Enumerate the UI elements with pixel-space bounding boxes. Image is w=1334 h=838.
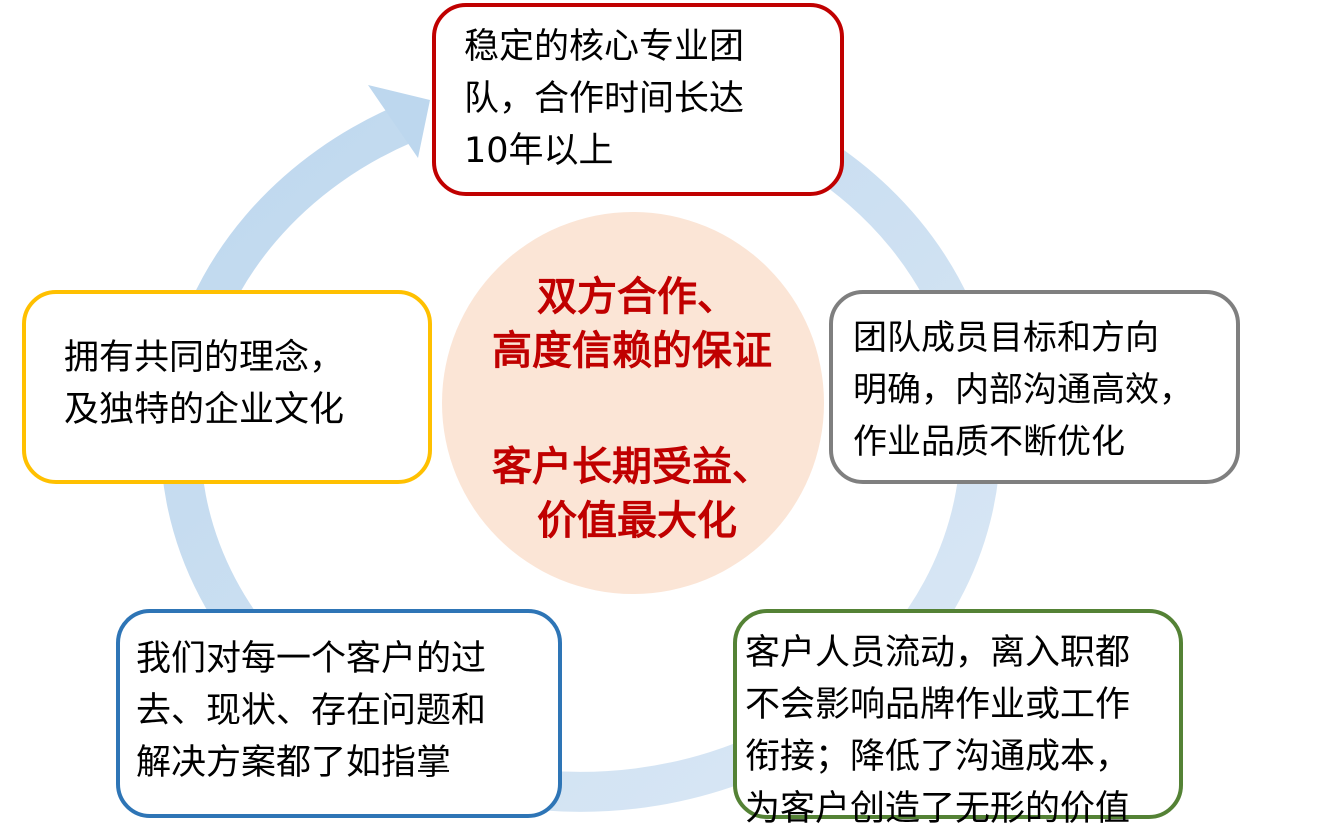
- box-team-goals: 团队成员目标和方向 明确，内部沟通高效， 作业品质不断优化: [829, 290, 1240, 484]
- center-line-3: 客户长期受益、: [492, 444, 772, 490]
- box-left-line-2: 及独特的企业文化: [64, 390, 345, 430]
- box-left-line-1: 拥有共同的理念，: [64, 338, 345, 378]
- center-message: 双方合作、 高度信赖的保证 客户长期受益、 价值最大化: [442, 270, 824, 570]
- box-right-line-2: 明确，内部沟通高效，: [853, 370, 1193, 410]
- cycle-arrowhead: [368, 85, 430, 158]
- box-bottom-right-line-2: 不会影响品牌作业或工作: [745, 685, 1131, 725]
- box-client-knowledge: 我们对每一个客户的过 去、现状、存在问题和 解决方案都了如指掌: [116, 609, 562, 818]
- box-top-line-3: 10年以上: [464, 131, 614, 171]
- box-top-line-2: 队，合作时间长达: [464, 79, 745, 119]
- center-line-1: 双方合作、: [537, 274, 737, 320]
- center-line-2: 高度信赖的保证: [492, 328, 772, 374]
- center-line-4: 价值最大化: [537, 498, 737, 544]
- box-right-line-1: 团队成员目标和方向: [853, 318, 1159, 358]
- box-staff-turnover: 客户人员流动，离入职都 不会影响品牌作业或工作 衔接；降低了沟通成本， 为客户创…: [733, 609, 1183, 829]
- box-right-line-3: 作业品质不断优化: [853, 422, 1125, 462]
- box-shared-culture: 拥有共同的理念， 及独特的企业文化: [22, 290, 432, 484]
- box-bottom-right-line-1: 客户人员流动，离入职都: [745, 633, 1131, 673]
- box-bottom-left-line-1: 我们对每一个客户的过: [136, 639, 487, 679]
- box-stable-core-team: 稳定的核心专业团 队，合作时间长达 10年以上: [432, 3, 844, 196]
- box-bottom-right-line-4: 为客户创造了无形的价值: [745, 789, 1131, 829]
- box-bottom-left-line-3: 解决方案都了如指掌: [136, 743, 452, 783]
- box-top-line-1: 稳定的核心专业团: [464, 27, 745, 67]
- box-bottom-right-line-3: 衔接；降低了沟通成本，: [745, 737, 1131, 777]
- box-bottom-left-line-2: 去、现状、存在问题和: [136, 691, 487, 731]
- center-circle: [442, 212, 824, 594]
